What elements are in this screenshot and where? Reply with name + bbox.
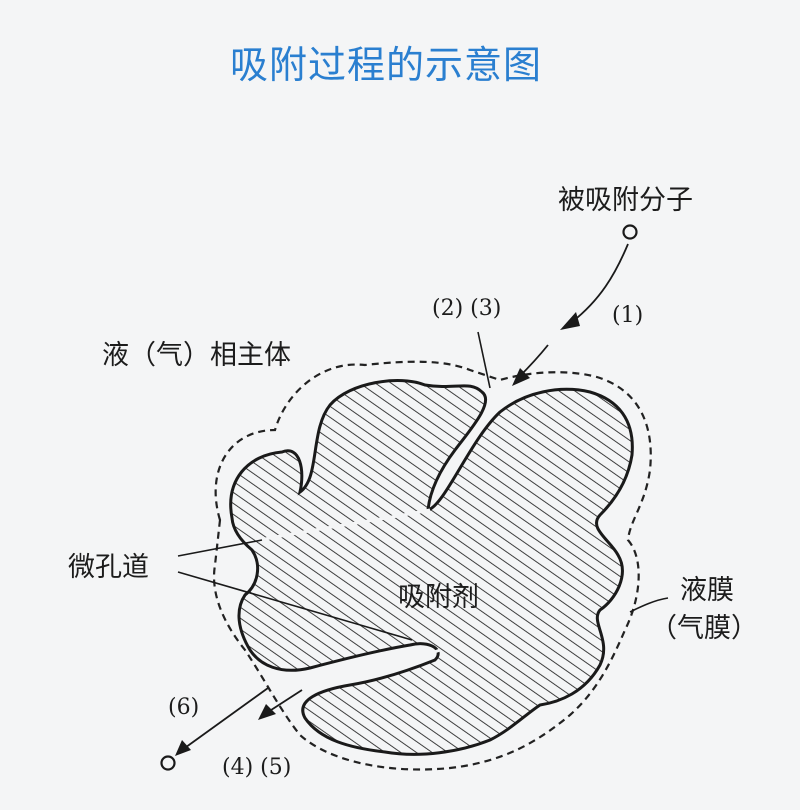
label-adsorbate-molecule: 被吸附分子 [558,185,693,216]
micropore-channel-lower [299,648,441,692]
micropore-leader-1 [177,539,263,557]
step1-arrowhead-2 [512,368,530,386]
liquid-film-boundary [212,360,652,771]
step-1-label: (1) [612,303,644,328]
film-leader [629,597,669,613]
label-gas-film: （气膜） [650,613,758,644]
step1-arrowhead [560,312,580,330]
adsorbate-molecule-out [160,755,176,771]
step-6-label: (6) [168,695,200,720]
step6-arrowhead [175,740,191,756]
diagram-title: 吸附过程的示意图 [229,43,542,87]
step1-arrow [571,243,629,323]
adsorbate-molecule-in [622,224,638,240]
label-bulk-phase: 液（气）相主体 [102,340,291,371]
micropore-channel-upper [259,508,431,542]
step23-leader [477,331,491,389]
label-micropore: 微孔道 [68,552,149,583]
label-adsorbent: 吸附剂 [398,582,479,613]
step6-arrow [181,687,269,751]
label-liquid-film: 液膜 [680,575,734,606]
adsorbent-body [229,379,634,756]
step45-arrowhead [258,704,276,720]
step-4-5-label: (4) (5) [222,755,292,780]
step-2-3-label: (2) (3) [432,296,502,321]
step45-arrow [267,689,303,713]
micropore-leader-2 [177,571,413,641]
